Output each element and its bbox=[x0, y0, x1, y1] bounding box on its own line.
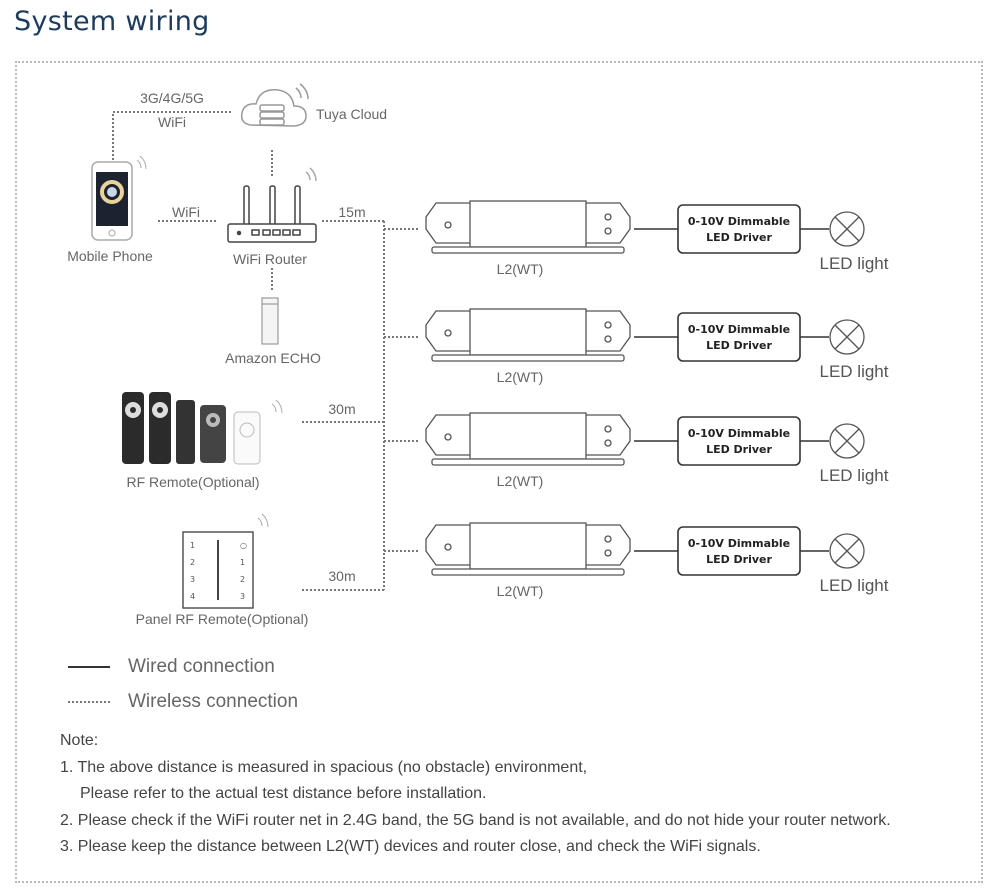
device-label: L2(WT) bbox=[496, 261, 544, 277]
svg-text:1: 1 bbox=[190, 541, 195, 550]
led-light-label: LED light bbox=[819, 362, 889, 381]
wireless-links bbox=[112, 111, 420, 591]
panel-remote-icon: 1 2 3 4 ○ 1 2 3 bbox=[182, 513, 269, 609]
svg-text:1: 1 bbox=[240, 558, 245, 567]
rf-remote-icons bbox=[122, 392, 283, 465]
led-driver-box bbox=[677, 312, 801, 362]
phone-label: Mobile Phone bbox=[67, 248, 153, 264]
echo-label: Amazon ECHO bbox=[225, 350, 321, 366]
legend-wired: Wired connection bbox=[68, 656, 275, 678]
router-distance-label: 15m bbox=[338, 204, 366, 220]
page-title: System wiring bbox=[14, 6, 210, 37]
device-label: L2(WT) bbox=[496, 583, 544, 599]
phone-link-label: WiFi bbox=[172, 204, 200, 220]
lamp-icon bbox=[829, 423, 865, 459]
rf-remote-label: RF Remote(Optional) bbox=[126, 474, 260, 490]
driver-line-1: 0-10V Dimmable bbox=[688, 323, 790, 336]
notes-heading: Note: bbox=[60, 732, 99, 749]
link-phone-cloud bbox=[112, 111, 232, 160]
l2-controller-icon bbox=[425, 522, 631, 576]
legend-wireless: Wireless connection bbox=[68, 691, 298, 713]
l2-controller-icon bbox=[425, 308, 631, 362]
driver-line-1: 0-10V Dimmable bbox=[688, 427, 790, 440]
driver-line-1: 0-10V Dimmable bbox=[688, 215, 790, 228]
driver-line-2: LED Driver bbox=[706, 231, 772, 244]
led-driver-box bbox=[677, 204, 801, 254]
wifi-router-icon bbox=[227, 167, 317, 243]
cloud-link-label-bottom: WiFi bbox=[158, 114, 186, 130]
lamp-icon bbox=[829, 211, 865, 247]
note-2: 2. Please check if the WiFi router net i… bbox=[60, 811, 891, 829]
cloud-label: Tuya Cloud bbox=[316, 106, 388, 122]
led-driver-box bbox=[677, 526, 801, 576]
device-label: L2(WT) bbox=[496, 473, 544, 489]
wired-line-sample bbox=[68, 665, 110, 668]
channel-row: 0-10V Dimmable LED Driver bbox=[425, 308, 865, 362]
wireless-line-sample bbox=[68, 700, 110, 703]
svg-text:4: 4 bbox=[190, 592, 195, 601]
cloud-icon bbox=[240, 83, 309, 127]
note-3: 3. Please keep the distance between L2(W… bbox=[60, 838, 761, 855]
channel-rows: 0-10V Dimmable LED Driver 0-10V Dimmable bbox=[425, 200, 865, 576]
driver-line-2: LED Driver bbox=[706, 443, 772, 456]
device-label: L2(WT) bbox=[496, 369, 544, 385]
lamp-icon bbox=[829, 319, 865, 355]
lamp-icon bbox=[829, 533, 865, 569]
svg-text:2: 2 bbox=[190, 558, 195, 567]
driver-line-1: 0-10V Dimmable bbox=[688, 537, 790, 550]
driver-line-2: LED Driver bbox=[706, 339, 772, 352]
led-light-label: LED light bbox=[819, 254, 889, 273]
led-driver-box bbox=[677, 416, 801, 466]
svg-text:3: 3 bbox=[240, 592, 245, 601]
channel-row: 0-10V Dimmable LED Driver bbox=[425, 200, 865, 254]
svg-text:2: 2 bbox=[240, 575, 245, 584]
channel-row: 0-10V Dimmable LED Driver bbox=[425, 522, 865, 576]
legend-wired-label: Wired connection bbox=[128, 656, 275, 677]
rf-remote-distance-label: 30m bbox=[328, 401, 356, 417]
mobile-phone-icon bbox=[91, 155, 147, 241]
driver-line-2: LED Driver bbox=[706, 553, 772, 566]
legend-wireless-label: Wireless connection bbox=[128, 691, 299, 712]
panel-remote-distance-label: 30m bbox=[328, 568, 356, 584]
cloud-link-label-top: 3G/4G/5G bbox=[140, 90, 204, 106]
notes-section: Note: 1. The above distance is measured … bbox=[60, 728, 891, 861]
l2-controller-icon bbox=[425, 412, 631, 466]
svg-text:○: ○ bbox=[240, 541, 247, 550]
led-light-label: LED light bbox=[819, 466, 889, 485]
note-1-continued: Please refer to the actual test distance… bbox=[80, 785, 487, 802]
l2-controller-icon bbox=[425, 200, 631, 254]
diagram-frame bbox=[15, 61, 983, 883]
panel-remote-label: Panel RF Remote(Optional) bbox=[135, 611, 309, 627]
channel-row: 0-10V Dimmable LED Driver bbox=[425, 412, 865, 466]
note-1: 1. The above distance is measured in spa… bbox=[60, 758, 588, 776]
amazon-echo-icon bbox=[261, 297, 279, 345]
led-light-label: LED light bbox=[819, 576, 889, 595]
router-label: WiFi Router bbox=[233, 251, 307, 267]
svg-text:3: 3 bbox=[190, 575, 195, 584]
